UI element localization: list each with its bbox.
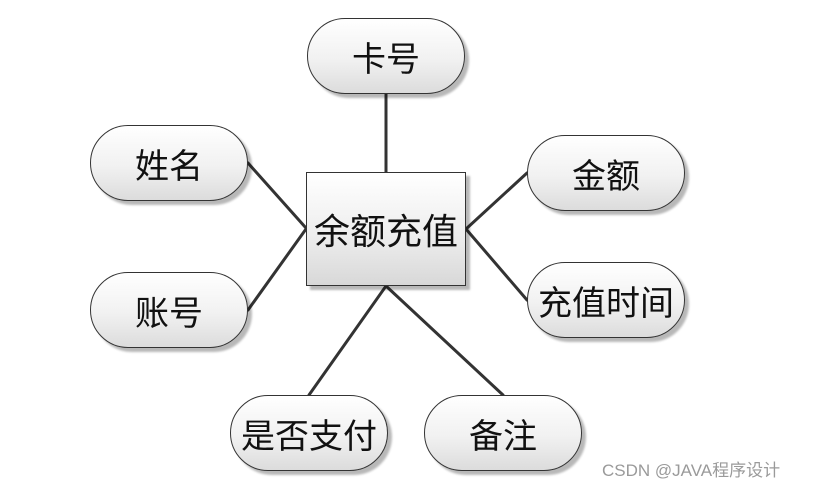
attribute-label-paid: 是否支付 <box>241 416 377 457</box>
connector-name <box>246 161 308 230</box>
attribute-remark: 备注 <box>424 395 582 471</box>
attribute-label-name: 姓名 <box>135 146 203 187</box>
attribute-label-amount: 金额 <box>572 156 640 197</box>
connector-paid <box>307 284 388 397</box>
connector-recharge-time <box>464 227 529 302</box>
attribute-name: 姓名 <box>90 125 248 201</box>
entity-balance-recharge: 余额充值 <box>306 172 466 286</box>
attribute-card-no: 卡号 <box>307 18 465 94</box>
attribute-label-recharge-time: 充值时间 <box>538 283 674 324</box>
attribute-label-card-no: 卡号 <box>352 39 420 80</box>
attribute-amount: 金额 <box>527 135 685 211</box>
attribute-account: 账号 <box>90 272 248 348</box>
watermark-text: CSDN @JAVA程序设计 <box>602 461 781 480</box>
attribute-label-account: 账号 <box>135 293 203 334</box>
attribute-label-remark: 备注 <box>469 416 537 457</box>
attribute-recharge-time: 充值时间 <box>527 262 685 338</box>
connector-account <box>246 227 308 312</box>
entity-label: 余额充值 <box>313 212 458 253</box>
attribute-paid: 是否支付 <box>230 395 388 471</box>
connector-amount <box>464 171 529 231</box>
connector-remark <box>384 284 505 397</box>
